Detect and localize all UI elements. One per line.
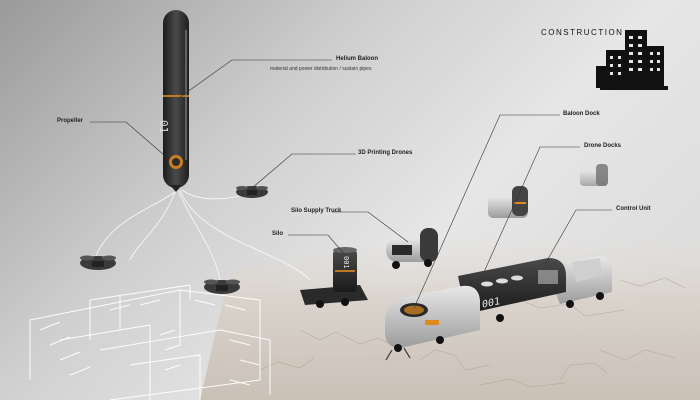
balloon-number-marking: 01 bbox=[157, 120, 170, 134]
label-silo: Silo bbox=[272, 231, 284, 237]
label-helium-balloon: Helium Baloon bbox=[336, 56, 379, 62]
construction-logo-buildings bbox=[596, 30, 668, 90]
silo-vehicle bbox=[300, 247, 368, 308]
silo-number-marking: 001 bbox=[342, 256, 350, 269]
label-3d-printing-drones: 3D Printing Drones bbox=[358, 150, 413, 156]
callout-lines bbox=[90, 59, 612, 309]
drone-dock bbox=[488, 186, 528, 218]
label-control-unit: Control Unit bbox=[616, 206, 651, 212]
drone-dock bbox=[580, 164, 608, 186]
construction-train bbox=[385, 256, 612, 361]
label-balloon-dock: Baloon Dock bbox=[563, 111, 600, 117]
drone bbox=[236, 186, 268, 198]
drone bbox=[204, 279, 240, 294]
helium-balloon bbox=[163, 10, 189, 192]
construction-title: CONSTRUCTION bbox=[541, 28, 624, 37]
label-silo-supply-truck: Silo Supply Truck bbox=[291, 208, 342, 214]
drone bbox=[80, 255, 116, 270]
label-propeller: Propeller bbox=[57, 118, 84, 124]
silo-supply-truck bbox=[386, 228, 438, 269]
label-helium-balloon-sub: material and power distribution / sustai… bbox=[270, 66, 372, 72]
printed-truss-structure bbox=[29, 284, 271, 400]
label-drone-docks: Drone Docks bbox=[584, 143, 622, 149]
